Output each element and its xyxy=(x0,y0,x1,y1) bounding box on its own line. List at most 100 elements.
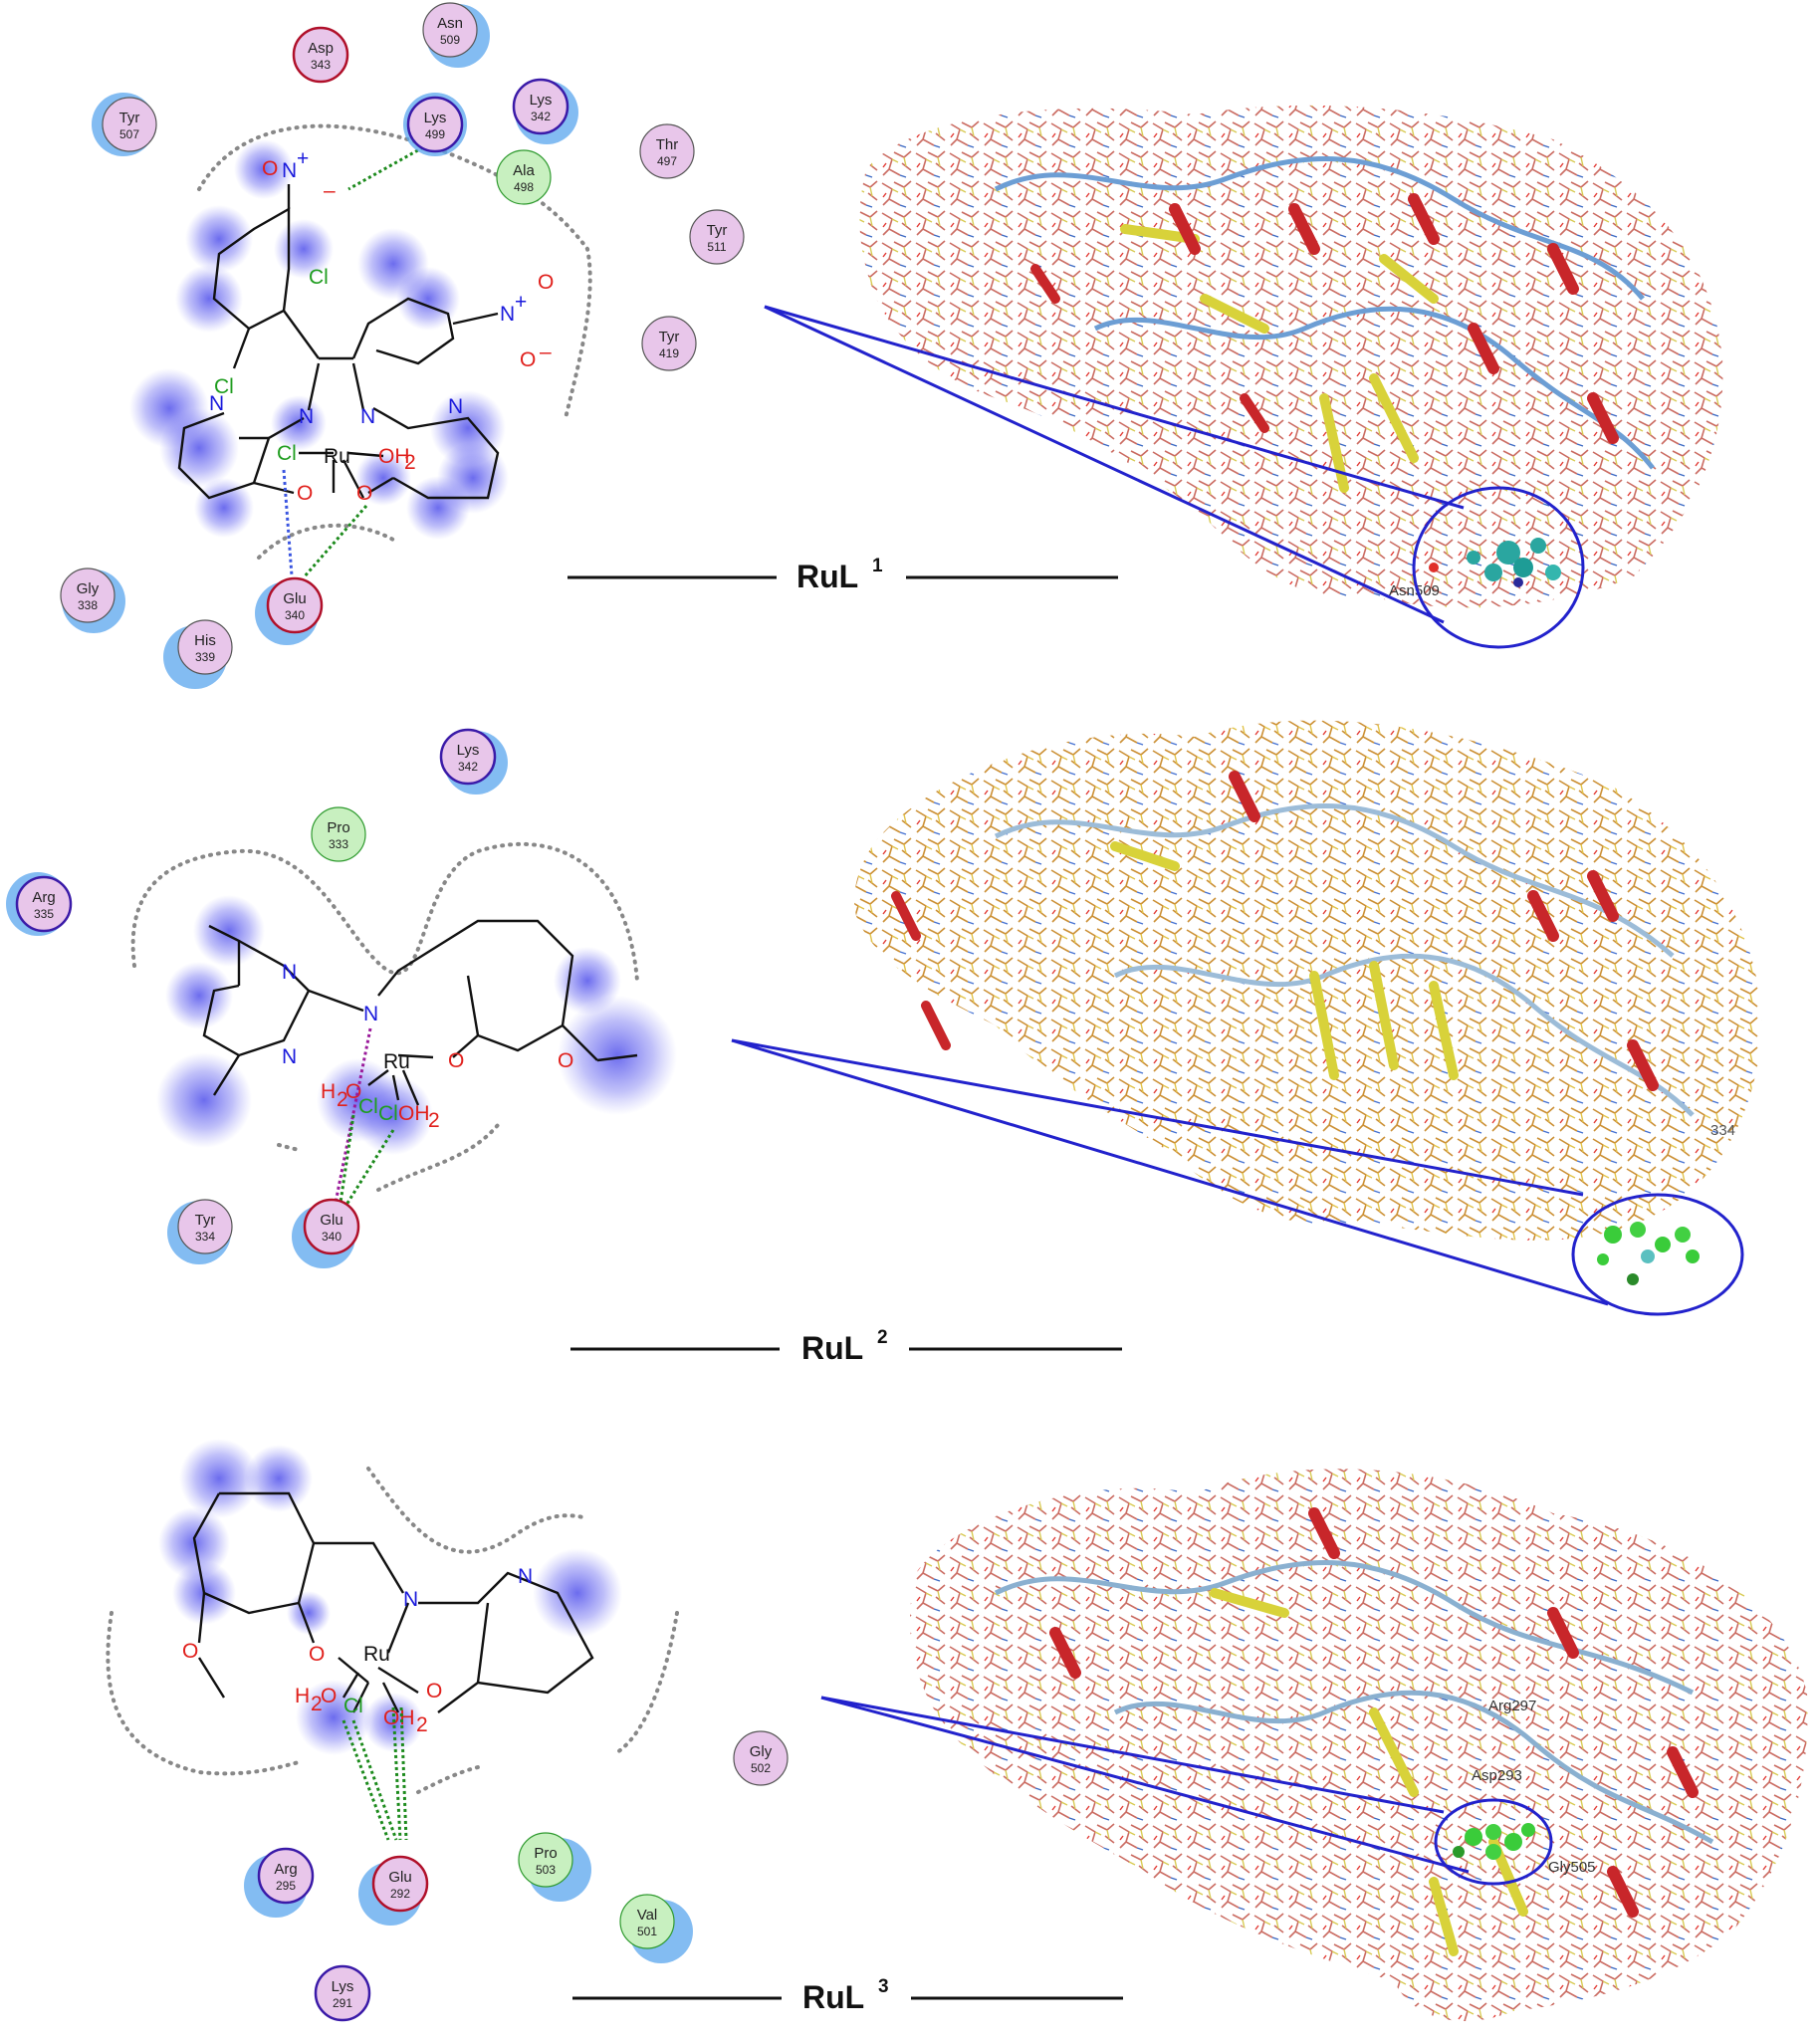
residue-number: 502 xyxy=(751,1761,771,1775)
atom-label: N xyxy=(360,405,375,428)
ligand-exposure-halos xyxy=(156,895,677,1155)
residue-number: 342 xyxy=(458,760,478,774)
atom-label: O xyxy=(345,1080,361,1103)
residue-name: Thr xyxy=(656,136,679,153)
residue-disc xyxy=(619,1894,675,1949)
atom-label: N xyxy=(282,159,297,182)
residue-name: Lys xyxy=(530,92,553,109)
atom-label: N xyxy=(500,303,515,326)
residue-disc xyxy=(518,1832,573,1888)
atom-label: O xyxy=(558,1049,573,1072)
atom-label: O xyxy=(356,482,372,505)
residue-disc xyxy=(102,97,157,152)
residue-disc xyxy=(512,78,569,135)
residue-number: 295 xyxy=(276,1879,296,1893)
atom-label: Cl xyxy=(277,442,297,465)
atom-label: Ru xyxy=(324,445,350,468)
hbond-line xyxy=(339,1114,355,1204)
interaction-lines xyxy=(282,145,424,578)
atom-label: 2 xyxy=(416,1713,428,1736)
protein-structure: Asn509 xyxy=(859,105,1723,608)
atom-label: N xyxy=(518,1565,533,1588)
atom-label: Cl xyxy=(343,1695,363,1717)
docked-ligand xyxy=(1597,1222,1700,1285)
callout-line xyxy=(731,1038,1584,1197)
callout-line xyxy=(764,305,1445,624)
atom-label: Cl xyxy=(378,1102,398,1125)
callout-line xyxy=(764,305,1465,510)
residue-name: Lys xyxy=(332,1978,354,1995)
atom-label: N xyxy=(403,1588,418,1611)
atom-label: O xyxy=(182,1640,198,1663)
panel-caption: RuL 2 xyxy=(570,1327,1122,1366)
residue-disc xyxy=(496,149,552,205)
residue-name: Tyr xyxy=(119,110,140,126)
atom-label: – xyxy=(324,179,336,202)
atom-label: O xyxy=(426,1680,442,1703)
atom-label: N xyxy=(282,961,297,984)
residue-name: Tyr xyxy=(195,1212,216,1229)
ligand-atom-labels: N + O – Cl Cl N + O O – N N N N Ru Cl OH… xyxy=(209,147,554,505)
pocket-outline xyxy=(130,841,639,983)
panel-rul1: N + O – Cl Cl N + O O – N N N N Ru Cl OH… xyxy=(60,2,1723,689)
residue-name: Asn xyxy=(437,15,463,32)
residue-number: 507 xyxy=(119,127,139,141)
pocket-outline xyxy=(416,1765,480,1794)
atom-label: OH xyxy=(378,445,410,468)
caption-superscript: 3 xyxy=(878,1976,889,1997)
hbond-line xyxy=(399,1706,408,1841)
pocket-outline xyxy=(376,1123,500,1192)
atom-label: Cl xyxy=(358,1095,378,1118)
residue-number: 340 xyxy=(322,1230,341,1244)
atom-label: H xyxy=(295,1685,310,1707)
residue-name: Ala xyxy=(513,162,535,179)
caption-label: RuL xyxy=(796,559,858,594)
residue-name: Tyr xyxy=(707,222,728,239)
pocket-outline xyxy=(257,523,400,560)
atom-label: O xyxy=(520,348,536,371)
residue-disc xyxy=(641,316,697,371)
atom-label: Cl xyxy=(309,266,329,289)
atom-label: N xyxy=(282,1045,297,1068)
residue-name: Pro xyxy=(327,819,349,836)
ligand-skeleton xyxy=(177,184,500,500)
residue-number: 335 xyxy=(34,907,54,921)
caption-label: RuL xyxy=(801,1330,863,1366)
atom-label: O xyxy=(321,1685,337,1707)
atom-label: + xyxy=(515,291,527,314)
residue-disc xyxy=(60,568,115,623)
atom-label: Cl xyxy=(214,375,234,398)
callout-line xyxy=(820,1696,1470,1874)
caption-superscript: 1 xyxy=(872,556,883,576)
residue-number: 501 xyxy=(637,1925,657,1938)
residue-disc xyxy=(439,728,497,786)
residue-name: Lys xyxy=(457,742,480,759)
residue-disc xyxy=(422,2,478,58)
ligand-atom-labels: N N O O Ru H 2 O Cl OH 2 O xyxy=(182,1565,533,1736)
hbond-line xyxy=(391,1706,402,1841)
residue-number: 342 xyxy=(531,110,551,123)
atom-label: N xyxy=(448,395,463,418)
residue-circles: Asn509Asp343Lys499Lys342Tyr507Ala498Thr4… xyxy=(60,2,745,689)
atom-label: N xyxy=(299,405,314,428)
residue-name: Asp xyxy=(308,40,334,57)
pocket-outline xyxy=(277,1143,301,1152)
residue-number: 339 xyxy=(195,650,215,664)
atom-label: – xyxy=(540,341,552,363)
protein-residue-label: Asn509 xyxy=(1389,582,1440,599)
